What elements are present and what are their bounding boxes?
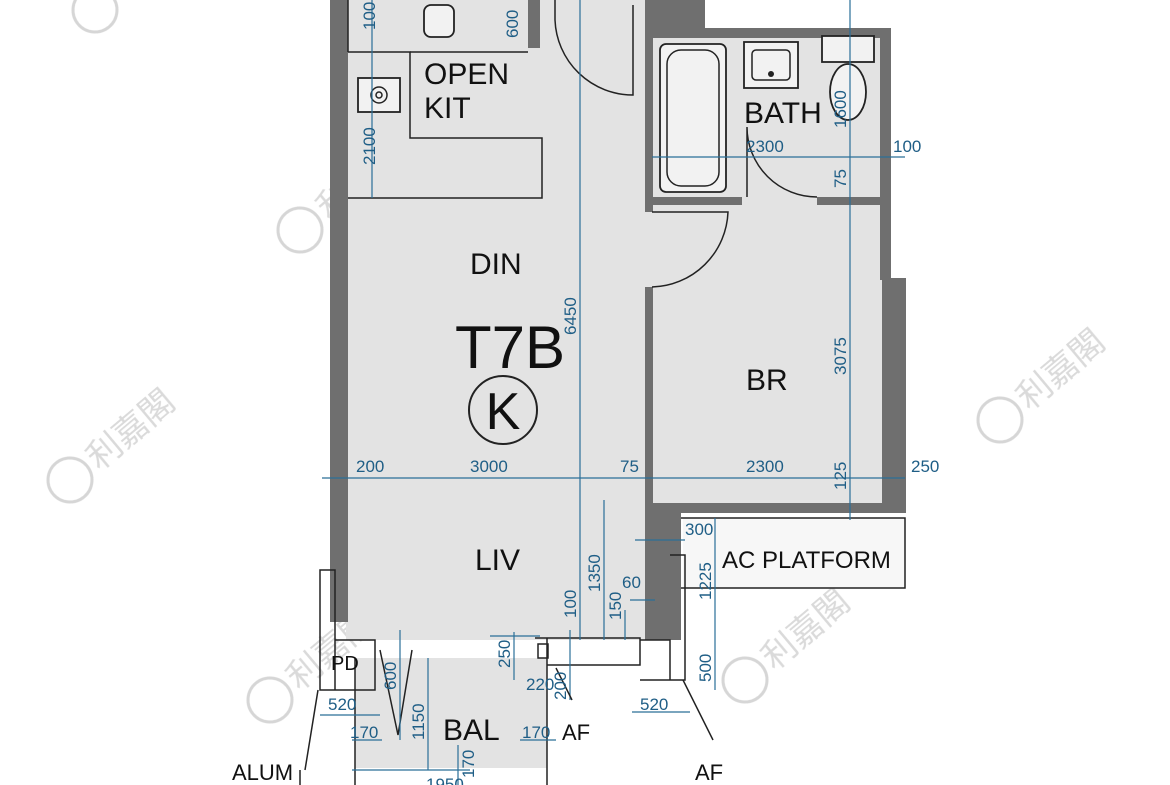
floor-bal bbox=[355, 658, 547, 768]
door-swing-kit bbox=[554, 0, 634, 96]
leader-af-right bbox=[682, 679, 714, 741]
dim-500: 500 bbox=[696, 654, 715, 682]
dim-75-mid: 75 bbox=[620, 457, 639, 476]
room-din: DIN bbox=[470, 248, 522, 281]
dim-250-bal: 250 bbox=[495, 640, 514, 668]
bathtub-icon bbox=[659, 43, 727, 193]
leader-af-left bbox=[555, 667, 573, 701]
sink-icon bbox=[423, 4, 455, 38]
room-bal: BAL bbox=[443, 714, 500, 747]
dim-1150: 1150 bbox=[409, 703, 428, 740]
dim-170-bottom: 170 bbox=[459, 750, 478, 778]
room-ac-platform: AC PLATFORM bbox=[722, 547, 891, 574]
watermark-3: 利嘉閣 bbox=[46, 382, 183, 504]
door-swing-bath bbox=[746, 126, 818, 198]
dim-200-bal: 200 bbox=[551, 672, 570, 700]
balcony-outline bbox=[354, 637, 641, 785]
dim-1350: 1350 bbox=[585, 554, 604, 592]
leader-alum bbox=[299, 689, 319, 785]
door-gap-kit bbox=[550, 0, 640, 8]
dim-150: 150 bbox=[606, 592, 625, 620]
dim-170-right: 170 bbox=[522, 723, 550, 742]
wall-bath-right bbox=[880, 28, 891, 280]
dim-100-right: 100 bbox=[893, 137, 921, 156]
label-af-left: AF bbox=[562, 720, 590, 745]
dim-220: 220 bbox=[526, 675, 554, 694]
kitchen-counter bbox=[348, 51, 543, 199]
watermark-1: 利嘉閣 bbox=[71, 0, 208, 34]
svg-text:利嘉閣: 利嘉閣 bbox=[754, 582, 858, 678]
dim-200: 200 bbox=[356, 457, 384, 476]
room-liv: LIV bbox=[475, 544, 520, 577]
dim-75-bath: 75 bbox=[831, 169, 850, 188]
alum-v bbox=[379, 649, 413, 736]
wall-liv-right bbox=[645, 505, 681, 640]
left-box bbox=[319, 569, 376, 691]
dim-250-right: 250 bbox=[911, 457, 939, 476]
dim-2300-br: 2300 bbox=[746, 457, 784, 476]
dim-2300-bath: 2300 bbox=[746, 137, 784, 156]
label-alum: ALUM bbox=[232, 760, 293, 785]
room-open-kit-1: OPEN bbox=[424, 58, 509, 91]
ac-outline bbox=[681, 517, 906, 589]
dim-3075: 3075 bbox=[831, 337, 850, 375]
dim-300: 300 bbox=[685, 520, 713, 539]
dimension-lines bbox=[320, 0, 905, 785]
right-box bbox=[640, 554, 686, 681]
dim-520-left: 520 bbox=[328, 695, 356, 714]
unit-label: T7B bbox=[455, 314, 565, 381]
svg-text:利嘉閣: 利嘉閣 bbox=[1009, 322, 1113, 418]
stove-icon bbox=[357, 77, 401, 113]
toilet-icon bbox=[821, 35, 875, 63]
wall-left bbox=[330, 0, 348, 622]
dim-100-top-left: 100 bbox=[360, 2, 379, 30]
unit-badge-circle bbox=[468, 375, 538, 445]
wall-kit-partition bbox=[528, 0, 540, 48]
dim-6450: 6450 bbox=[561, 297, 580, 335]
dim-600-top: 600 bbox=[503, 10, 522, 38]
af-left-box bbox=[537, 643, 549, 659]
dim-60: 60 bbox=[622, 573, 641, 592]
wall-right-br bbox=[882, 278, 906, 510]
room-open-kit-2: KIT bbox=[424, 92, 471, 125]
svg-text:利嘉閣: 利嘉閣 bbox=[79, 382, 183, 478]
door-gap-bath bbox=[742, 190, 817, 210]
floor-br bbox=[652, 205, 882, 505]
room-pd: PD bbox=[331, 653, 359, 675]
room-br: BR bbox=[746, 364, 788, 397]
door-gap-br bbox=[643, 212, 655, 287]
wall-br-bottom bbox=[645, 503, 906, 513]
dim-1225: 1225 bbox=[696, 562, 715, 600]
kitchen-counter-top bbox=[347, 0, 528, 53]
door-swing-br bbox=[651, 211, 729, 288]
dim-1600: 1600 bbox=[831, 90, 850, 128]
dim-170-left: 170 bbox=[350, 723, 378, 742]
unit-badge: K bbox=[486, 383, 521, 441]
dim-2100: 2100 bbox=[360, 127, 379, 165]
dim-520-right: 520 bbox=[640, 695, 668, 714]
svg-text:利嘉閣: 利嘉閣 bbox=[104, 0, 208, 8]
wall-bath-top bbox=[645, 28, 891, 38]
room-bath: BATH bbox=[744, 97, 822, 130]
dim-100-liv: 100 bbox=[561, 590, 580, 618]
watermark-6: 利嘉閣 bbox=[976, 322, 1113, 444]
label-af-right: AF bbox=[695, 760, 723, 785]
floor-ac bbox=[683, 518, 905, 588]
dim-600-bal: 600 bbox=[381, 662, 400, 690]
dim-1950: 1950 bbox=[426, 775, 464, 785]
dim-3000: 3000 bbox=[470, 457, 508, 476]
dim-125: 125 bbox=[831, 462, 850, 490]
wall-right-kit bbox=[645, 0, 705, 30]
watermark-8: 利嘉閣 bbox=[721, 582, 858, 704]
